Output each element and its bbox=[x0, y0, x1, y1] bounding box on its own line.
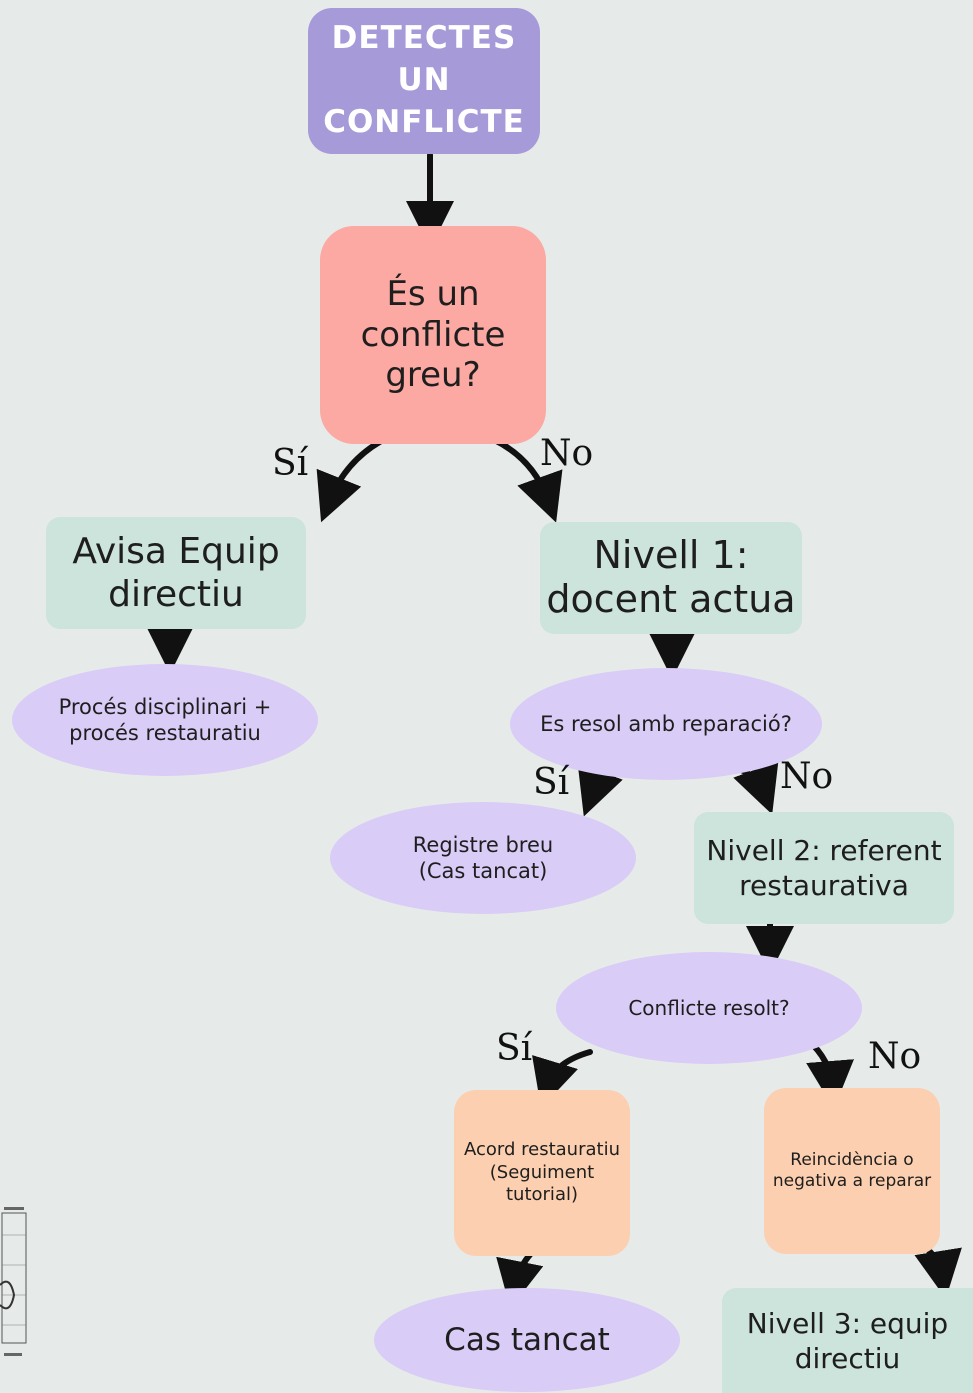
start-line2: CONFLICTE bbox=[323, 103, 525, 140]
acord-line1: Acord restauratiu bbox=[464, 1139, 620, 1161]
decision-resolt-text: Conflicte resolt? bbox=[628, 995, 790, 1020]
avisa-line1: Avisa Equip bbox=[72, 530, 280, 572]
nivell1-line1: Nivell 1: bbox=[593, 533, 749, 578]
label-q2-no: No bbox=[780, 756, 834, 797]
acord-restauratiu-node: Acord restauratiu (Seguiment tutorial) bbox=[454, 1090, 630, 1256]
proces-line1: Procés disciplinari + bbox=[58, 694, 272, 719]
cas-tancat-text: Cas tancat bbox=[444, 1321, 610, 1358]
registre-breu-node: Registre breu (Cas tancat) bbox=[330, 802, 636, 914]
label-q2-si: Sí bbox=[533, 762, 570, 803]
nivell3-line1: Nivell 3: equip bbox=[746, 1306, 949, 1340]
decision-greu: És un conflicte greu? bbox=[320, 226, 546, 444]
decision-greu-line1: És un bbox=[386, 273, 480, 314]
decision-greu-line2: conflicte bbox=[360, 314, 506, 355]
nivell2-line1: Nivell 2: referent bbox=[706, 834, 942, 867]
registre-line1: Registre breu bbox=[412, 832, 554, 857]
label-q1-no: No bbox=[540, 433, 594, 474]
proces-line2: procés restauratiu bbox=[69, 721, 261, 745]
registre-line2: (Cas tancat) bbox=[418, 859, 548, 883]
arrow-q3-si bbox=[532, 1049, 593, 1108]
label-q3-si: Sí bbox=[496, 1028, 533, 1069]
label-q3-no: No bbox=[868, 1036, 922, 1077]
nivell2-node: Nivell 2: referent restaurativa bbox=[694, 812, 954, 924]
start-line1: DETECTES UN bbox=[331, 20, 517, 99]
nivell1-line2: docent actua bbox=[546, 577, 796, 621]
reincidencia-line1: Reincidència o bbox=[790, 1149, 914, 1170]
proces-disciplinari-node: Procés disciplinari + procés restauratiu bbox=[12, 664, 318, 776]
avisa-equip-node: Avisa Equip directiu bbox=[46, 517, 306, 629]
reincidencia-line2: negativa a reparar bbox=[772, 1171, 932, 1191]
decision-greu-line3: greu? bbox=[385, 355, 481, 396]
acord-line2: (Seguiment tutorial) bbox=[489, 1161, 595, 1206]
nivell2-line2: restaurativa bbox=[739, 869, 909, 902]
reincidencia-node: Reincidència o negativa a reparar bbox=[764, 1088, 940, 1254]
decision-resolt: Conflicte resolt? bbox=[556, 952, 862, 1064]
avisa-line2: directiu bbox=[108, 574, 244, 615]
cas-tancat-node: Cas tancat bbox=[374, 1288, 680, 1392]
decision-reparacio-text: Es resol amb reparació? bbox=[540, 711, 792, 736]
nivell3-node: Nivell 3: equip directiu bbox=[722, 1288, 973, 1393]
decision-reparacio: Es resol amb reparació? bbox=[510, 668, 822, 780]
start-node: DETECTES UN CONFLICTE bbox=[308, 8, 540, 154]
nivell1-node: Nivell 1: docent actua bbox=[540, 522, 802, 634]
label-q1-si: Sí bbox=[272, 443, 309, 484]
nivell3-line2: directiu bbox=[794, 1341, 901, 1375]
school-logo-icon bbox=[0, 1207, 27, 1356]
